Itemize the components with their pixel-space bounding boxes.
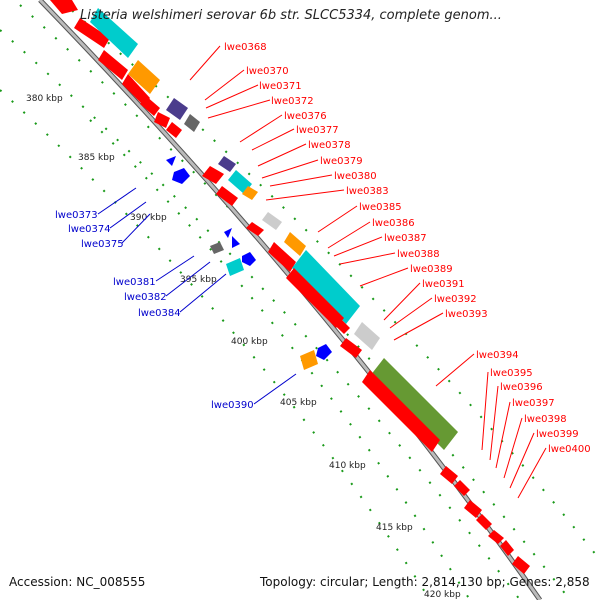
forward-strand-features <box>50 0 530 574</box>
gene-label: lwe0381 <box>113 277 156 288</box>
tick-label: 395 kbp <box>180 275 217 285</box>
gene-label: lwe0368 <box>224 42 267 53</box>
gene-label: lwe0376 <box>284 111 327 122</box>
gene-label: lwe0379 <box>320 156 363 167</box>
gene-label: lwe0398 <box>524 414 567 425</box>
blue-gene-labels: lwe0373 lwe0374 lwe0375 lwe0381 lwe0382 … <box>55 210 254 411</box>
gene-label: lwe0371 <box>259 81 302 92</box>
gene-label: lwe0392 <box>434 294 477 305</box>
gene-label: lwe0386 <box>372 218 415 229</box>
gene-label: lwe0373 <box>55 210 98 221</box>
tick-label: 405 kbp <box>280 398 317 408</box>
tick-label: 385 kbp <box>78 153 115 163</box>
reverse-strand-features <box>166 156 332 370</box>
gene-label: lwe0387 <box>384 233 427 244</box>
gene-label: lwe0375 <box>81 239 124 250</box>
gene-label: lwe0383 <box>346 186 389 197</box>
tick-label: 400 kbp <box>231 337 268 347</box>
gene-label: lwe0391 <box>422 279 465 290</box>
gene-label: lwe0382 <box>124 292 167 303</box>
gene-label: lwe0389 <box>410 264 453 275</box>
gene-label: lwe0370 <box>246 66 289 77</box>
gene-label: lwe0385 <box>359 202 402 213</box>
map-title: Listeria welshimeri serovar 6b str. SLCC… <box>80 8 502 23</box>
tick-label: 380 kbp <box>26 94 63 104</box>
gene-label: lwe0394 <box>476 350 519 361</box>
gene-label: lwe0374 <box>68 224 111 235</box>
topology-summary: Topology: circular; Length: 2,814,130 bp… <box>260 575 590 589</box>
gene-label: lwe0380 <box>334 171 377 182</box>
gene-label: lwe0399 <box>536 429 579 440</box>
gene-label: lwe0393 <box>445 309 488 320</box>
tick-label: 390 kbp <box>130 213 167 223</box>
gene-label: lwe0388 <box>397 249 440 260</box>
tick-label: 415 kbp <box>376 523 413 533</box>
tick-label: 420 kbp <box>424 590 461 600</box>
blue-leader-lines <box>97 187 297 405</box>
gene-label: lwe0377 <box>296 125 339 136</box>
red-gene-labels: lwe0368 lwe0370 lwe0371 lwe0372 lwe0376 … <box>224 42 591 455</box>
gene-label: lwe0384 <box>138 308 181 319</box>
gene-label: lwe0372 <box>271 96 314 107</box>
gene-label: lwe0396 <box>500 382 543 393</box>
gene-label: lwe0395 <box>490 368 533 379</box>
gene-label: lwe0400 <box>548 444 591 455</box>
gene-label: lwe0390 <box>211 400 254 411</box>
gene-label: lwe0397 <box>512 398 555 409</box>
gene-label: lwe0378 <box>308 140 351 151</box>
accession-text: Accession: NC_008555 <box>9 575 146 589</box>
red-leader-lines <box>189 45 547 499</box>
tick-labels: 380 kbp 385 kbp 390 kbp 395 kbp 400 kbp … <box>26 94 461 600</box>
tick-label: 410 kbp <box>329 461 366 471</box>
